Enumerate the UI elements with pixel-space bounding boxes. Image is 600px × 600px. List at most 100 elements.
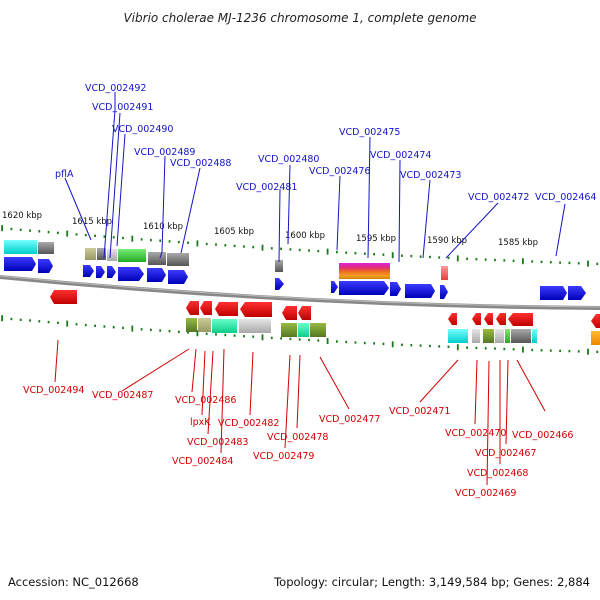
gene-block[interactable] [186,318,197,332]
chromosome-backbone [0,275,600,310]
forward-gene[interactable] [390,282,401,296]
forward-gene[interactable] [331,281,338,293]
gene-label[interactable]: VCD_002479 [253,451,314,462]
gene-block[interactable] [97,248,106,260]
tick-mark [57,321,59,324]
gene-block[interactable] [591,331,600,345]
gene-block[interactable] [495,329,504,343]
forward-gene[interactable] [275,278,284,290]
reverse-gene[interactable] [200,301,212,315]
gene-label[interactable]: lpxK [190,417,211,428]
gene-block[interactable] [167,253,189,266]
gene-block[interactable] [441,266,448,280]
forward-gene[interactable] [540,286,567,300]
forward-gene[interactable] [38,259,53,273]
gene-block[interactable] [448,329,468,343]
leader-line [516,359,546,412]
gene-label[interactable]: VCD_002472 [468,192,529,203]
tick-mark [438,345,441,348]
gene-block[interactable] [107,249,117,261]
reverse-gene[interactable] [448,313,457,325]
gene-block[interactable] [505,329,510,343]
reverse-gene[interactable] [215,302,238,316]
gene-label[interactable]: pflA [55,169,74,180]
leader-line [180,167,201,254]
forward-gene[interactable] [107,266,116,278]
reverse-gene[interactable] [591,314,600,328]
reverse-gene[interactable] [186,301,199,315]
forward-gene[interactable] [4,257,36,271]
gene-label[interactable]: VCD_002481 [236,182,297,193]
gene-label[interactable]: VCD_002470 [445,428,506,439]
reverse-gene[interactable] [50,290,77,304]
leader-line [555,203,566,257]
reverse-gene[interactable] [496,313,506,325]
gene-label[interactable]: VCD_002477 [319,414,380,425]
gene-label[interactable]: VCD_002475 [339,127,400,138]
accession-text: Accession: NC_012668 [8,575,139,589]
gene-label[interactable]: VCD_002464 [535,192,596,203]
gene-block[interactable] [212,319,237,333]
reverse-gene[interactable] [240,302,272,317]
leader-line [207,350,214,435]
gene-block[interactable] [511,329,531,343]
gene-label[interactable]: VCD_002494 [23,385,84,396]
forward-gene[interactable] [147,268,166,282]
gene-block[interactable] [118,249,146,262]
gene-label[interactable]: VCD_002473 [400,170,461,181]
reverse-gene[interactable] [508,313,533,326]
gene-label[interactable]: VCD_002468 [467,468,528,479]
gene-block[interactable] [275,260,283,272]
tick-mark [373,342,375,345]
gene-label[interactable]: VCD_002492 [85,83,146,94]
gene-block[interactable] [472,329,480,343]
reverse-gene[interactable] [484,313,493,325]
forward-gene[interactable] [118,267,144,281]
forward-gene[interactable] [96,266,105,278]
gene-block[interactable] [38,242,54,254]
gene-block[interactable] [532,329,537,343]
forward-gene[interactable] [339,281,389,295]
gene-block[interactable] [85,248,96,260]
tick-mark [29,229,31,232]
reverse-gene[interactable] [298,306,311,320]
gene-block[interactable] [148,252,166,265]
gene-label[interactable]: VCD_002476 [309,166,370,177]
tick-mark [577,262,580,265]
gene-block[interactable] [339,263,390,279]
forward-gene[interactable] [440,285,448,299]
gene-label[interactable]: VCD_002483 [187,437,248,448]
gene-block[interactable] [298,323,309,337]
reverse-gene[interactable] [472,313,481,325]
tick-mark [215,333,217,336]
gene-label[interactable]: VCD_002467 [475,448,536,459]
gene-label[interactable]: VCD_002469 [455,488,516,499]
gene-block[interactable] [310,323,326,337]
gene-label[interactable]: VCD_002489 [134,147,195,158]
gene-label[interactable]: VCD_002482 [218,418,279,429]
gene-label[interactable]: VCD_002487 [92,390,153,401]
reverse-gene[interactable] [282,306,297,320]
gene-label[interactable]: VCD_002480 [258,154,319,165]
tick-mark [131,325,134,332]
gene-block[interactable] [483,329,494,343]
top-annotation-blocks [4,240,448,280]
forward-gene[interactable] [405,284,435,298]
forward-gene[interactable] [568,286,586,300]
gene-block[interactable] [281,323,297,337]
gene-block[interactable] [198,318,211,332]
gene-label[interactable]: VCD_002478 [267,432,328,443]
gene-block[interactable] [4,240,37,254]
gene-label[interactable]: VCD_002471 [389,406,450,417]
gene-label[interactable]: VCD_002490 [112,124,173,135]
gene-label[interactable]: VCD_002484 [172,456,233,467]
gene-label[interactable]: VCD_002486 [175,395,236,406]
forward-gene[interactable] [83,265,94,277]
gene-label[interactable]: VCD_002474 [370,150,431,161]
gene-block[interactable] [239,319,271,333]
gene-label[interactable]: VCD_002488 [170,158,231,169]
forward-gene[interactable] [168,270,188,284]
gene-label[interactable]: VCD_002466 [512,430,573,441]
gene-label[interactable]: VCD_002491 [92,102,153,113]
